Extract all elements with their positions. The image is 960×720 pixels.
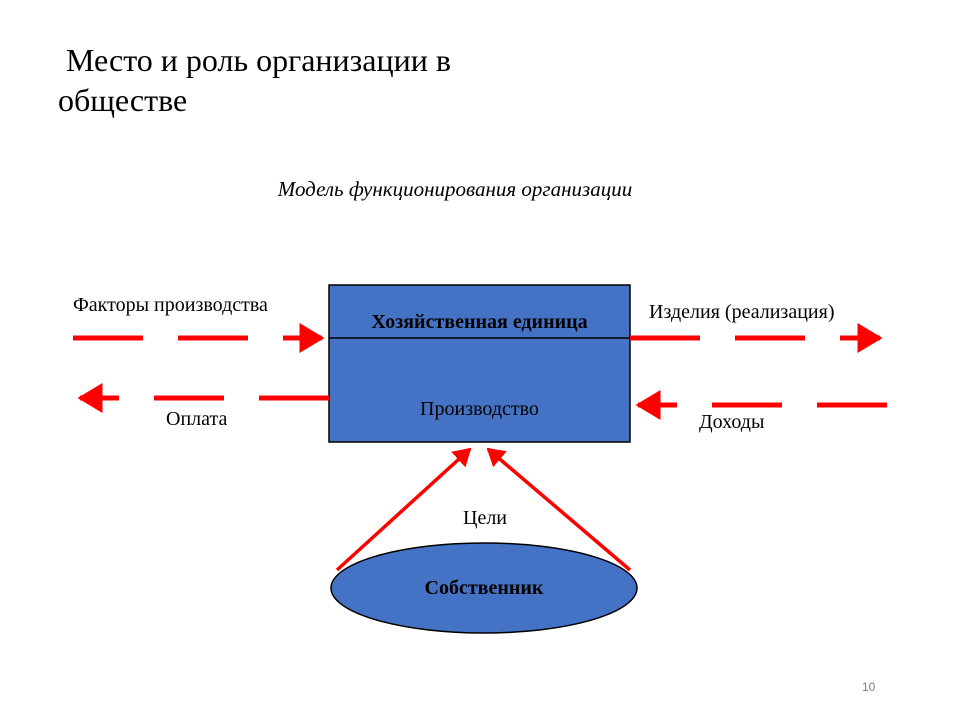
owner-ellipse	[330, 542, 638, 634]
owner-label: Собственник	[424, 577, 544, 599]
unit-box-body: Производство	[420, 398, 539, 420]
goals-arrow-right	[486, 447, 632, 572]
diagram-subtitle: Модель функционирования организации	[277, 177, 633, 201]
payment-label: Оплата	[166, 408, 228, 430]
goals-label: Цели	[463, 507, 508, 529]
unit-box-title: Хозяйственная единица	[371, 311, 588, 333]
unit-box	[328, 284, 631, 443]
slide-title: Место и роль организации в обществе	[58, 42, 451, 118]
page-number: 10	[862, 680, 876, 694]
factors-label: Факторы производства	[73, 294, 268, 316]
goals-arrow-left	[335, 447, 472, 572]
income-label: Доходы	[699, 411, 765, 433]
products-label: Изделия (реализация)	[649, 301, 835, 323]
